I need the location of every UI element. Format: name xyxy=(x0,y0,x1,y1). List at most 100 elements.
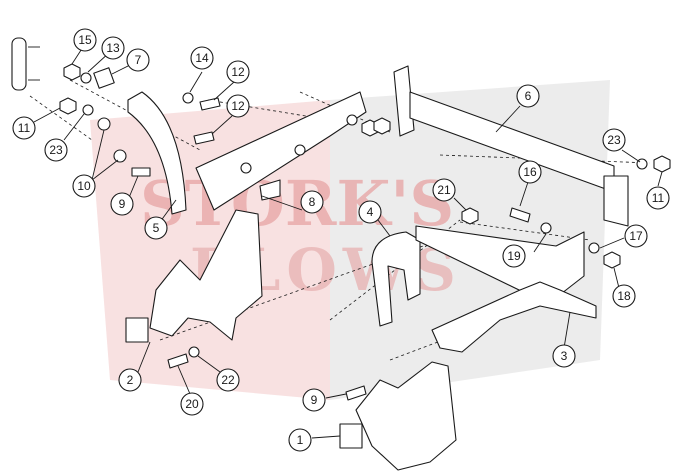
part-bottom-frame-bracket xyxy=(339,361,457,471)
callout-7[interactable]: 7 xyxy=(126,48,150,72)
washer-shape xyxy=(188,346,200,358)
callout-2[interactable]: 2 xyxy=(118,368,142,392)
callout-6[interactable]: 6 xyxy=(516,84,540,108)
callout-label: 11 xyxy=(652,191,665,205)
callout-19[interactable]: 19 xyxy=(502,244,526,268)
callout-13[interactable]: 13 xyxy=(101,36,125,60)
hole-shape xyxy=(240,162,252,174)
callout-12-top[interactable]: 12 xyxy=(226,60,250,84)
part-curved-arm xyxy=(127,91,187,215)
callout-22[interactable]: 22 xyxy=(216,368,240,392)
callout-9-top[interactable]: 9 xyxy=(110,192,134,216)
leader-line xyxy=(261,195,303,211)
bolt-shape xyxy=(199,97,221,111)
leader-line xyxy=(599,237,625,249)
nut-shape xyxy=(653,155,671,173)
callout-14[interactable]: 14 xyxy=(190,46,214,70)
washer-shape xyxy=(97,117,111,131)
nut-shape xyxy=(461,207,479,225)
callouts: 15 13 7 11 23 10 9 5 14 12 12 8 6 23 11 … xyxy=(12,28,670,452)
callout-23-right[interactable]: 23 xyxy=(602,128,626,152)
leader-line xyxy=(63,113,85,141)
callout-5[interactable]: 5 xyxy=(144,216,168,240)
right-bracket-shape xyxy=(431,281,597,353)
callout-label: 23 xyxy=(607,133,621,147)
watermark-line1: STORK'S xyxy=(140,167,454,240)
callout-16[interactable]: 16 xyxy=(518,160,542,184)
bottom-bracket-shape xyxy=(355,361,457,471)
callout-label: 12 xyxy=(231,65,245,79)
part-right-curved-arm xyxy=(371,231,421,327)
leader-line xyxy=(563,311,571,349)
leader-line xyxy=(325,393,347,399)
bolt-shape xyxy=(131,167,151,177)
callout-3[interactable]: 3 xyxy=(552,344,576,368)
leader-line xyxy=(533,233,547,253)
tab-shape xyxy=(259,179,281,201)
callout-20[interactable]: 20 xyxy=(180,392,204,416)
callout-label: 17 xyxy=(629,229,643,243)
callout-11-left[interactable]: 11 xyxy=(12,116,36,140)
curved-arm-shape xyxy=(127,91,187,215)
washer-shape xyxy=(588,242,600,254)
callout-label: 7 xyxy=(135,53,142,67)
assembly-line xyxy=(29,95,93,141)
callout-label: 4 xyxy=(367,205,374,219)
washer-shape xyxy=(82,104,94,116)
leader-line xyxy=(159,199,177,223)
callout-label: 13 xyxy=(106,41,120,55)
callout-label: 14 xyxy=(195,51,209,65)
callout-18[interactable]: 18 xyxy=(612,284,636,308)
callout-label: 15 xyxy=(78,33,92,47)
callout-label: 6 xyxy=(525,89,532,103)
callout-8[interactable]: 8 xyxy=(300,190,324,214)
callout-label: 9 xyxy=(311,393,318,407)
callout-15[interactable]: 15 xyxy=(73,28,97,52)
washer-shape xyxy=(182,92,194,104)
left-bracket-shape xyxy=(149,209,263,341)
callout-4[interactable]: 4 xyxy=(358,200,382,224)
callout-label: 16 xyxy=(523,165,537,179)
part-left-frame-bracket xyxy=(125,209,263,343)
bolt-shape xyxy=(509,207,531,223)
callout-label: 2 xyxy=(127,373,134,387)
bolt-shape xyxy=(345,385,367,401)
part-mount-plate xyxy=(195,91,367,211)
right-arm-shape xyxy=(371,231,421,327)
nut-shape xyxy=(59,97,77,115)
leader-line xyxy=(91,159,119,181)
washer-shape xyxy=(540,222,552,234)
callout-10[interactable]: 10 xyxy=(72,174,96,198)
nut-shape xyxy=(373,117,391,135)
leader-line xyxy=(177,365,191,395)
callout-12-bottom[interactable]: 12 xyxy=(226,94,250,118)
part-right-frame-bracket xyxy=(431,281,597,353)
cross-bar-left-end xyxy=(393,65,415,137)
callout-9-bottom[interactable]: 9 xyxy=(302,388,326,412)
callout-17[interactable]: 17 xyxy=(624,224,648,248)
assembly-line xyxy=(459,221,591,241)
bolt-shape xyxy=(167,353,189,369)
leader-line xyxy=(33,107,61,123)
callout-21[interactable]: 21 xyxy=(432,178,456,202)
callout-11-right[interactable]: 11 xyxy=(646,186,670,210)
bolt-shape xyxy=(193,131,215,145)
leader-line xyxy=(137,341,151,373)
part-link-bar xyxy=(11,37,40,91)
hardware-mid xyxy=(182,92,221,145)
callout-label: 8 xyxy=(309,195,316,209)
leader-line xyxy=(621,149,641,163)
leader-line xyxy=(213,81,235,101)
hardware-left xyxy=(59,63,151,177)
mount-plate-shape xyxy=(195,91,367,211)
callout-1[interactable]: 1 xyxy=(288,428,312,452)
callout-23-left[interactable]: 23 xyxy=(44,138,68,162)
leader-line xyxy=(453,197,467,211)
nut-shape xyxy=(63,63,81,81)
callout-label: 18 xyxy=(617,289,631,303)
leader-line xyxy=(657,171,663,187)
plate-7-shape xyxy=(93,67,115,89)
callout-label: 5 xyxy=(153,221,160,235)
hardware-bar xyxy=(346,114,671,269)
